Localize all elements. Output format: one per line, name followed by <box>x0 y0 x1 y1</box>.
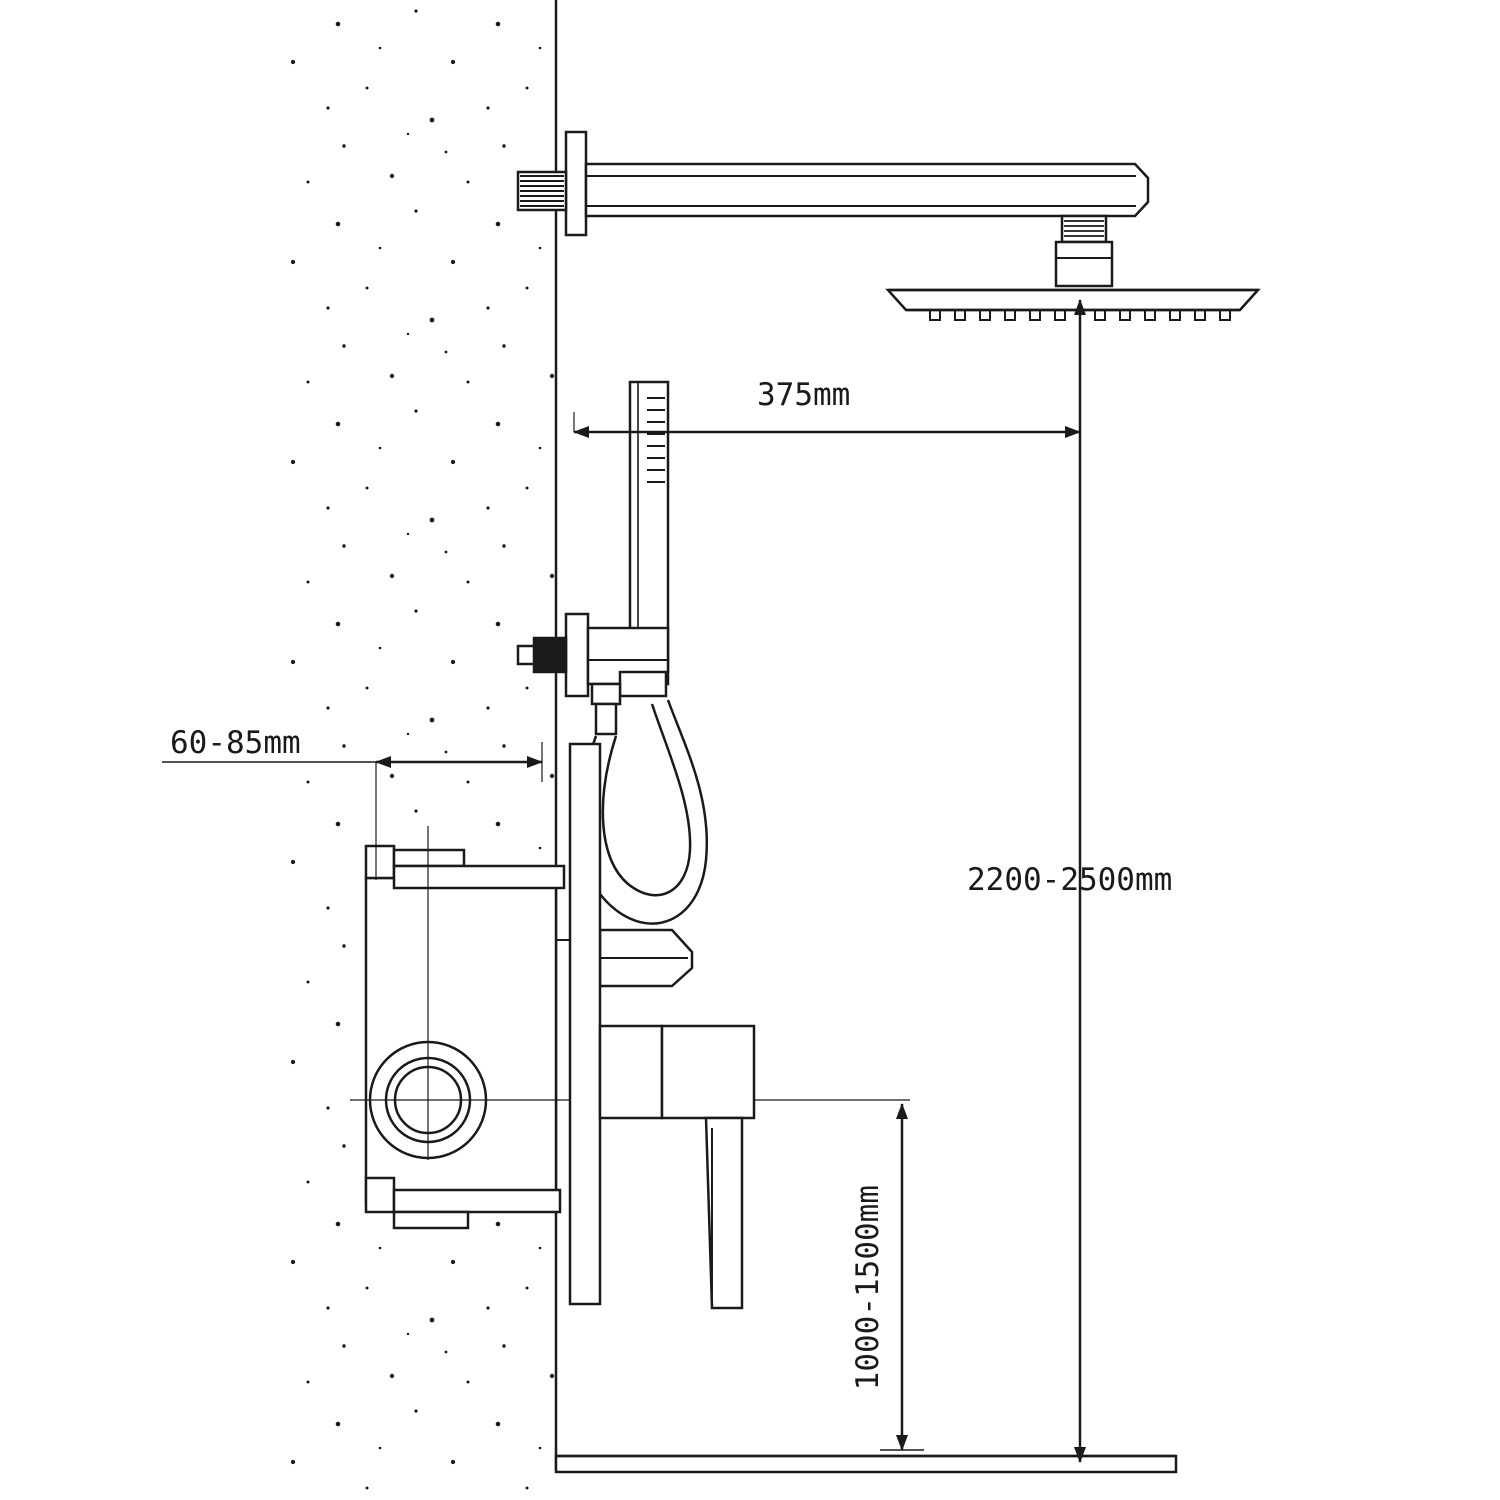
wall-section <box>290 0 558 1500</box>
dimension-375mm <box>573 412 1081 438</box>
mixer-trim-and-handle <box>568 742 756 1310</box>
concealed-valve-body <box>350 826 910 1230</box>
shower-arm <box>516 130 1150 288</box>
rain-shower-head <box>885 288 1261 321</box>
dimension-label-60-85mm: 60-85mm <box>170 725 301 761</box>
hand-shower-holder <box>516 612 670 736</box>
dimension-60-85mm <box>162 742 543 880</box>
dimension-label-375mm: 375mm <box>757 377 851 413</box>
dimension-label-1000-1500mm: 1000-1500mm <box>850 1185 886 1391</box>
dimension-label-2200-2500mm: 2200-2500mm <box>967 862 1173 898</box>
floor-line <box>554 1454 1178 1474</box>
dimension-1000-1500mm <box>880 1103 924 1451</box>
